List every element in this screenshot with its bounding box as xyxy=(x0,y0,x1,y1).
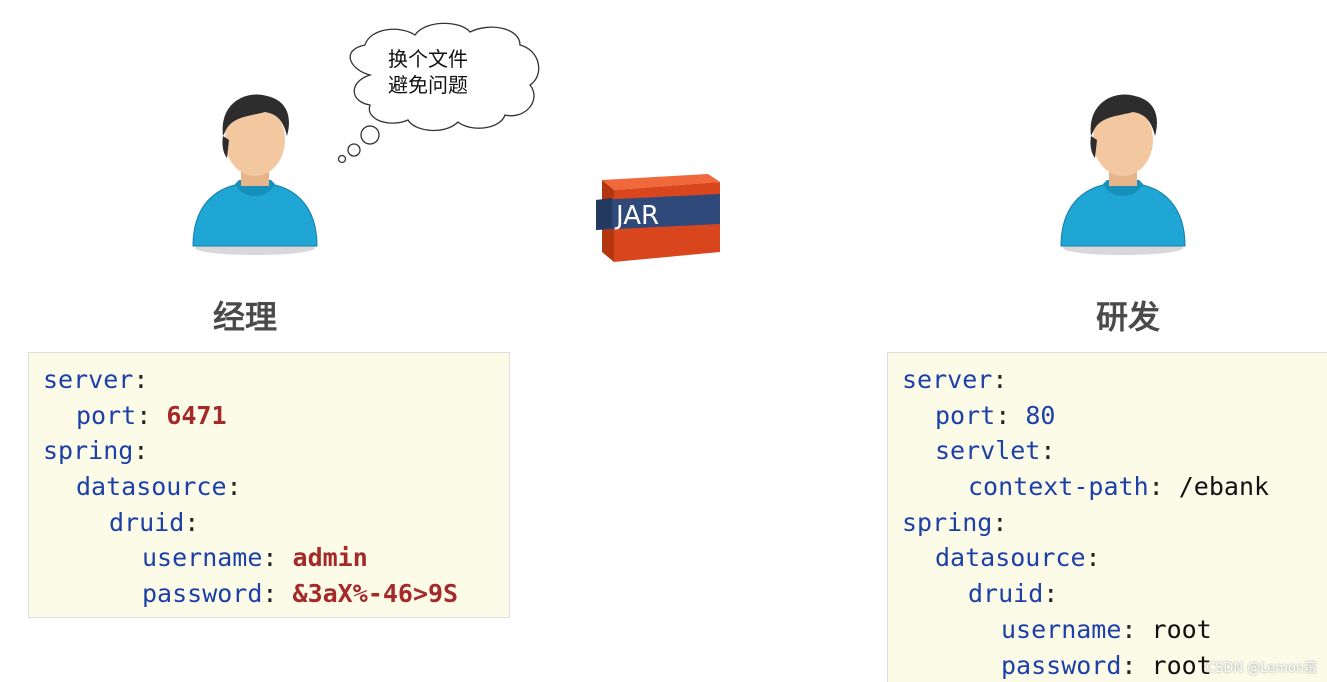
code-line: datasource: xyxy=(43,469,509,505)
person-developer-icon xyxy=(1053,88,1193,258)
manager-config-box: server: port: 6471 spring: datasource: d… xyxy=(28,352,510,618)
code-line: druid: xyxy=(902,576,1327,612)
watermark: CSDN @Lemon蛮 xyxy=(1206,657,1317,676)
code-line: server: xyxy=(43,362,509,398)
thought-text: 换个文件 避免问题 xyxy=(388,46,468,98)
code-line: druid: xyxy=(43,505,509,541)
developer-role-title: 研发 xyxy=(1078,292,1178,338)
code-line: spring: xyxy=(43,433,509,469)
code-line: port: 6471 xyxy=(43,398,509,434)
manager-role-title: 经理 xyxy=(195,292,295,338)
code-line: server: xyxy=(902,362,1327,398)
code-line: password: &3aX%-46>9S xyxy=(43,576,509,612)
person-manager-icon xyxy=(185,88,325,258)
developer-config-box: server: port: 80 servlet: context-path: … xyxy=(887,352,1327,682)
code-line: context-path: /ebank xyxy=(902,469,1327,505)
jar-label: JAR xyxy=(614,201,659,231)
code-line: servlet: xyxy=(902,433,1327,469)
code-line: username: admin xyxy=(43,540,509,576)
jar-icon: JAR xyxy=(596,172,726,267)
thought-line-1: 换个文件 xyxy=(388,46,468,72)
code-line: spring: xyxy=(902,505,1327,541)
code-line: username: root xyxy=(902,612,1327,648)
code-line: datasource: xyxy=(902,540,1327,576)
code-line: port: 80 xyxy=(902,398,1327,434)
thought-line-2: 避免问题 xyxy=(388,72,468,98)
